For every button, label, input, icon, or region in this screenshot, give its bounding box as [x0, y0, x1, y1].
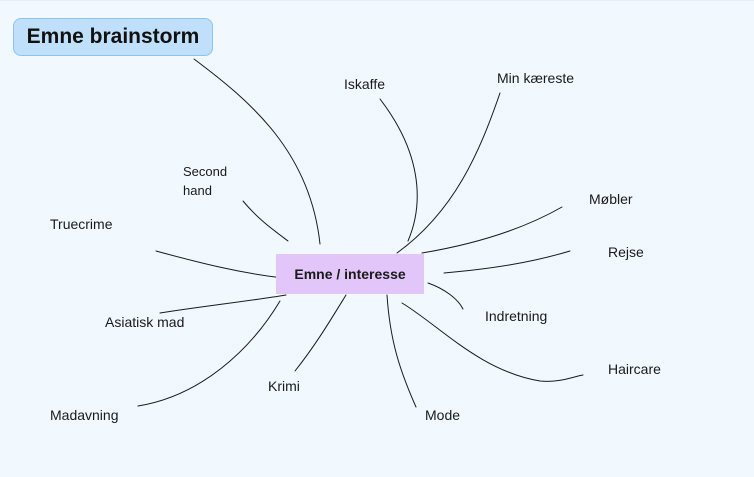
- topic-mode[interactable]: Mode: [425, 407, 461, 423]
- connector-iskaffe: [379, 98, 418, 242]
- connector-rejse: [443, 250, 571, 274]
- board-title[interactable]: Emne brainstorm: [13, 18, 213, 56]
- connector-madavning: [137, 300, 281, 407]
- central-topic-node[interactable]: Emne / interesse: [276, 254, 424, 294]
- topic-krimi[interactable]: Krimi: [268, 378, 300, 394]
- topic-indretning[interactable]: Indretning: [485, 308, 548, 324]
- topic-asiatisk-mad[interactable]: Asiatisk mad: [105, 314, 185, 330]
- connector-title: [193, 58, 321, 245]
- topic-rejse[interactable]: Rejse: [608, 244, 644, 260]
- topic-second-hand-line2: hand: [183, 183, 212, 198]
- connector-truecrime: [155, 250, 284, 279]
- topic-haircare[interactable]: Haircare: [608, 361, 661, 377]
- topic-madavning[interactable]: Madavning: [50, 407, 119, 423]
- topic-iskaffe[interactable]: Iskaffe: [344, 76, 385, 92]
- connector-mobler: [421, 206, 563, 254]
- connector-mode: [386, 294, 417, 408]
- connector-haircare: [401, 302, 584, 382]
- connector-asiatisk-mad: [159, 294, 287, 314]
- topic-second-hand[interactable]: Second hand: [183, 162, 227, 200]
- topic-second-hand-line1: Second: [183, 164, 228, 179]
- topic-truecrime[interactable]: Truecrime: [50, 216, 113, 232]
- connector-second-hand: [242, 200, 289, 242]
- topic-min-kaereste[interactable]: Min kæreste: [497, 70, 575, 86]
- connector-indretning: [427, 282, 464, 310]
- connector-krimi: [294, 294, 347, 372]
- topic-mobler[interactable]: Møbler: [589, 191, 633, 207]
- connector-min-kaereste: [396, 92, 501, 254]
